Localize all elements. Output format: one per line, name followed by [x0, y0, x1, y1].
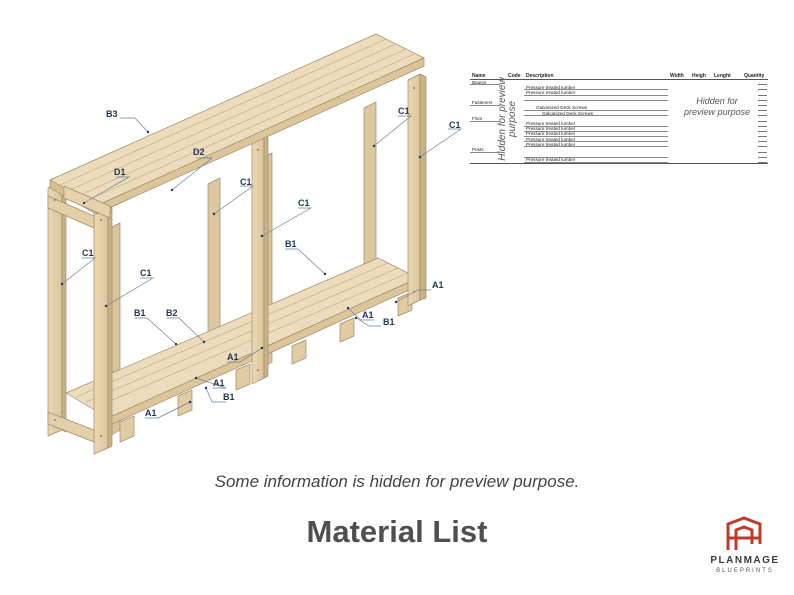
header-width: Width [670, 73, 684, 79]
table-row: Fasteners [470, 100, 768, 106]
material-table: Name Code Description Width Heigh Lenght… [470, 72, 768, 164]
callout-label: C1 [240, 177, 252, 187]
planmage-logo: PLANMAGE BLUEPRINTS [700, 514, 790, 580]
callout-label: C1 [298, 198, 310, 208]
hidden-for-preview-side: Hidden for preview purpose [683, 96, 751, 117]
callout-leaders [61, 115, 463, 419]
end-rail-top [47, 195, 95, 229]
header-quantity: Quantity [744, 73, 765, 79]
table-row: Pressure treated lumber [470, 126, 768, 132]
callout-label: B1 [383, 317, 395, 327]
header-description: Description [526, 73, 554, 79]
callout-label: B1 [223, 392, 235, 402]
callout-label: A1 [362, 310, 374, 320]
callout-label: C1 [140, 268, 152, 278]
table-row: Galvanized Deck Screws [470, 105, 768, 112]
table-row: Pressure treated lumber [470, 121, 768, 127]
header-height: Heigh [692, 73, 706, 79]
planmage-logo-icon [726, 516, 762, 550]
table-row: Pressure treated lumber [470, 84, 768, 91]
table-row: Floor [470, 115, 768, 122]
row-description: Galvanized Deck Screws [536, 105, 588, 111]
callout-label: B1 [134, 308, 146, 318]
logo-subtitle: BLUEPRINTS [716, 568, 774, 574]
support-block [235, 363, 251, 391]
support-block [177, 389, 193, 417]
table-row: Galvanized Deck Screws [470, 110, 768, 117]
row-description: Pressure treated lumber [526, 141, 576, 147]
callout-label: B1 [285, 239, 297, 249]
row-description: Pressure treated lumber [526, 136, 576, 142]
support-block [119, 415, 135, 443]
table-row: Pressure treated lumber [470, 131, 768, 138]
support-block [339, 317, 355, 343]
callout-label: B2 [166, 308, 178, 318]
front-post-right-side [419, 73, 427, 301]
row-description: Pressure treated lumber [526, 126, 576, 132]
row-description: Pressure treated lumber [526, 121, 576, 126]
header-length: Lenght [714, 73, 731, 79]
front-post-mid-side [263, 135, 269, 379]
row-description: Pressure treated lumber [526, 89, 576, 95]
support-block [291, 339, 307, 365]
front-post-left-a [47, 181, 63, 437]
table-row: Posts [470, 146, 768, 153]
table-row: Pressure treated lumber [470, 157, 768, 163]
callout-label: A1 [227, 352, 239, 362]
callout-label: D2 [193, 147, 205, 157]
top-end-beam [63, 185, 111, 219]
table-row: Beams [470, 79, 768, 86]
material-table-header: Name Code Description Width Heigh Lenght… [470, 72, 768, 80]
callout-label: C1 [449, 120, 461, 130]
row-description: Pressure treated lumber [526, 157, 576, 163]
table-row: Pressure treated lumber [470, 89, 768, 96]
callout-label: D1 [114, 167, 126, 177]
row-category: Floor [472, 115, 483, 121]
row-description: Pressure treated lumber [526, 84, 576, 90]
callout-label: A1 [145, 408, 157, 418]
end-rail-bottom [47, 411, 95, 443]
front-post-left-b [93, 201, 109, 455]
row-category: Posts [472, 146, 484, 152]
front-post-mid [251, 135, 265, 385]
callout-label: C1 [82, 248, 94, 258]
header-name: Name [472, 73, 486, 79]
front-post-left-a-side [61, 181, 67, 433]
table-row [470, 96, 768, 101]
callout-label: A1 [432, 280, 444, 290]
header-code: Code [508, 73, 521, 79]
row-category: Beams [472, 79, 487, 85]
front-post-left-b-side [107, 201, 113, 449]
table-row: Pressure treated lumber [470, 141, 768, 148]
hidden-for-preview-vertical: Hidden for preview purpose [497, 77, 518, 161]
callout-label: A1 [213, 378, 225, 388]
preview-notice: Some information is hidden for preview p… [214, 472, 580, 491]
logo-name: PLANMAGE [710, 555, 780, 566]
firewood-rack-drawing [47, 33, 463, 455]
front-post-right [407, 73, 421, 307]
table-row [470, 153, 768, 158]
material-table-body: Beams Pressure treated lumber Pressure t… [470, 80, 768, 163]
material-table-bottom-rule [470, 163, 768, 164]
row-description: Pressure treated lumber [526, 131, 576, 137]
row-description: Galvanized Deck Screws [542, 110, 594, 116]
page-title: Material List [306, 514, 488, 549]
callout-label: B3 [106, 109, 118, 119]
table-row: Pressure treated lumber [470, 136, 768, 143]
callout-label: C1 [398, 106, 410, 116]
row-category: Fasteners [472, 100, 493, 106]
